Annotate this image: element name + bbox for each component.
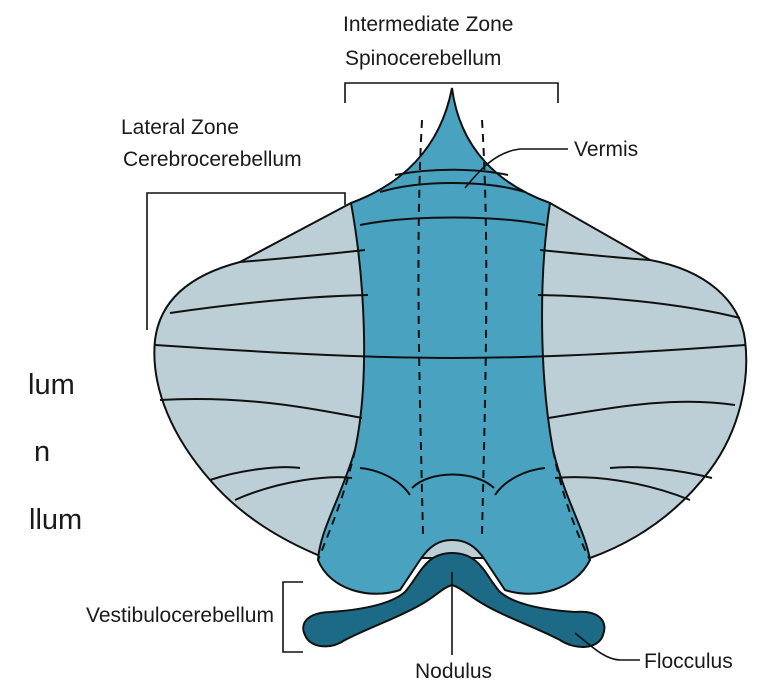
flocculus-label: Flocculus [644, 650, 733, 673]
side-text-1: lum [28, 369, 75, 401]
spinocerebellum-label: Spinocerebellum [345, 47, 501, 70]
cerebrocerebellum-label: Cerebrocerebellum [123, 148, 302, 171]
intermediate-zone-label: Intermediate Zone [343, 13, 513, 36]
vestibulocerebellum-bracket [283, 582, 303, 652]
side-text-2: n [34, 436, 50, 468]
side-text-3: llum [29, 504, 82, 536]
lateral-zone-label: Lateral Zone [121, 116, 239, 139]
vestibulocerebellum-label: Vestibulocerebellum [86, 604, 274, 627]
nodulus-label: Nodulus [415, 660, 492, 683]
vermis-label: Vermis [574, 138, 638, 161]
